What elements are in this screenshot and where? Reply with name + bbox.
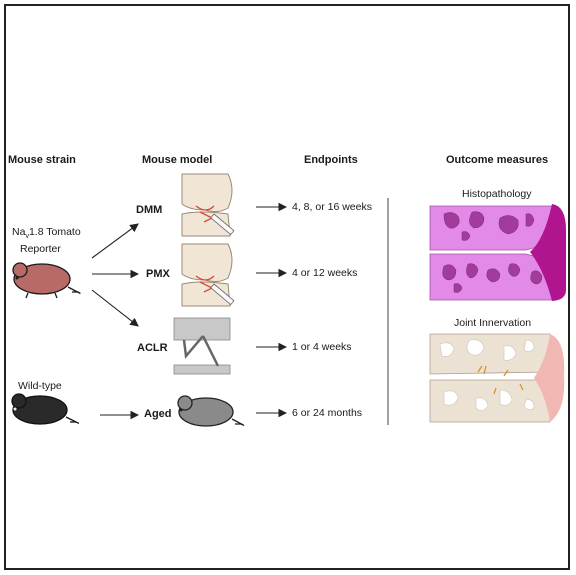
endpoint-aged: 6 or 24 months: [292, 407, 363, 419]
dmm-knee-illustration: [181, 173, 235, 237]
histopathology-illustration: [429, 204, 566, 301]
endpoint-arrows: [256, 202, 288, 418]
header-outcome-measures: Outcome measures: [446, 154, 549, 166]
pmx-knee-illustration: [181, 243, 235, 307]
model-label-aged: Aged: [144, 408, 172, 420]
joint-innervation-illustration: [429, 333, 565, 423]
aged-mouse-icon: [177, 395, 245, 427]
outcome-histopathology-label: Histopathology: [462, 188, 532, 200]
strain-label-wildtype: Wild-type: [18, 380, 62, 392]
header-mouse-strain: Mouse strain: [8, 154, 76, 166]
model-label-aclr: ACLR: [137, 342, 168, 354]
endpoint-pmx: 4 or 12 weeks: [292, 267, 358, 279]
model-label-dmm: DMM: [136, 204, 163, 216]
header-endpoints: Endpoints: [304, 154, 358, 166]
aclr-apparatus-illustration: [173, 317, 231, 375]
endpoint-dmm: 4, 8, or 16 weeks: [292, 201, 372, 213]
strain-arrows: [91, 223, 140, 420]
wildtype-mouse-icon: [11, 393, 80, 425]
strain-label-reporter: Nav1.8 Tomato Reporter: [12, 226, 81, 256]
header-mouse-model: Mouse model: [142, 154, 213, 166]
model-label-pmx: PMX: [146, 268, 170, 280]
outcome-joint-innervation-label: Joint Innervation: [454, 317, 532, 329]
reporter-mouse-icon: [12, 262, 81, 299]
endpoint-aclr: 1 or 4 weeks: [292, 341, 352, 353]
